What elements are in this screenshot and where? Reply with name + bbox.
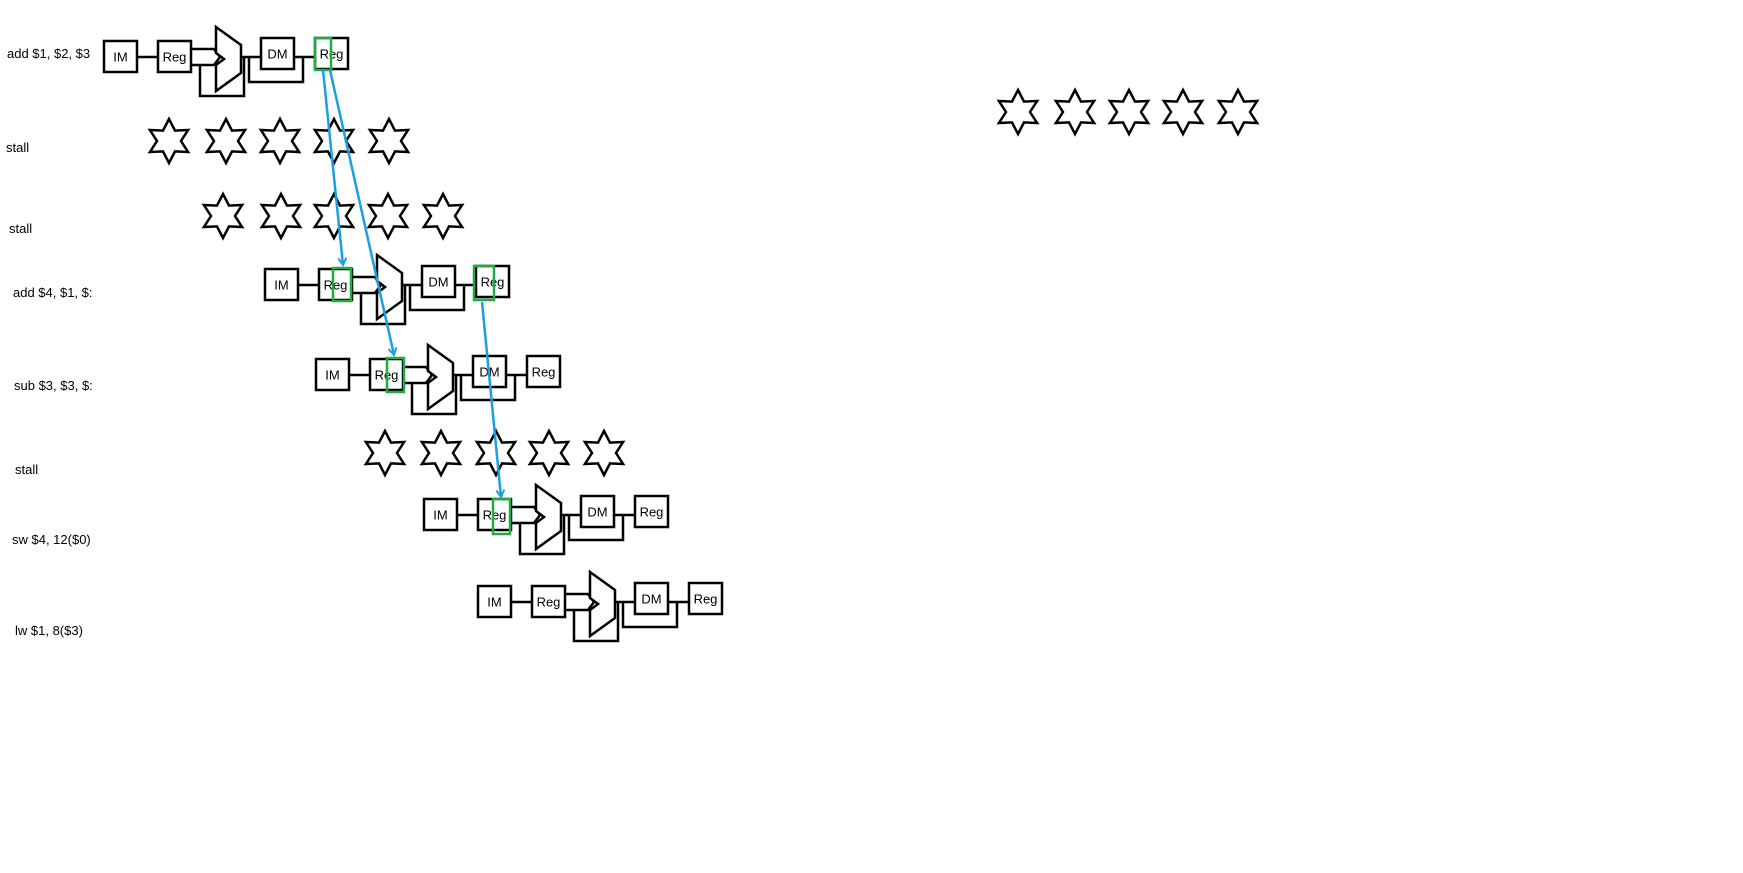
dm-stage-label: DM (267, 47, 287, 62)
six-point-star-icon (996, 87, 1040, 137)
six-point-star-icon (419, 428, 463, 478)
alu-icon (588, 569, 617, 639)
register-highlight-1 (331, 266, 353, 303)
reg-stage-label: Reg (483, 508, 507, 523)
im-stage-box (263, 267, 300, 302)
dm-stage-box (259, 36, 296, 71)
im-stage-label: IM (325, 368, 339, 383)
forwarding-arrow-2 (480, 301, 501, 497)
register-highlight-3 (385, 356, 406, 394)
six-point-star-icon (1053, 87, 1097, 137)
alu-icon (426, 342, 455, 412)
six-point-star-icon (363, 428, 407, 478)
im-stage-box (102, 39, 139, 74)
reg-stage-label: Reg (537, 595, 561, 610)
reg-stage-label: Reg (324, 278, 348, 293)
six-point-star-icon (258, 116, 302, 166)
register-highlight-2 (472, 264, 496, 302)
im-stage-label: IM (433, 508, 447, 523)
writeback-reg-stage-label: Reg (640, 505, 664, 520)
dm-stage-box (633, 581, 670, 616)
six-point-star-icon (201, 191, 245, 241)
stall-row-1 (147, 116, 411, 166)
extra-stall-stars (996, 87, 1260, 137)
six-point-star-icon (147, 116, 191, 166)
pipeline-row-6: IM Reg DM Reg (422, 482, 670, 556)
alu-icon (214, 24, 243, 94)
writeback-reg-stage-label: Reg (694, 592, 718, 607)
writeback-reg-stage-label: Reg (532, 365, 556, 380)
instruction-label-3: add $4, $1, $: (13, 285, 93, 300)
reg-stage-box (156, 39, 193, 74)
writeback-reg-stage-label: Reg (481, 275, 505, 290)
six-point-star-icon (527, 428, 571, 478)
instruction-label-6: sw $4, 12($0) (12, 532, 91, 547)
writeback-reg-stage-box (687, 581, 724, 616)
dm-stage-label: DM (428, 275, 448, 290)
dm-stage-label: DM (641, 592, 661, 607)
writeback-reg-stage-box (633, 494, 670, 529)
six-point-star-icon (312, 191, 356, 241)
instruction-label-0: add $1, $2, $3 (7, 46, 90, 61)
six-point-star-icon (1107, 87, 1151, 137)
six-point-star-icon (259, 191, 303, 241)
dm-stage-label: DM (587, 505, 607, 520)
six-point-star-icon (312, 116, 356, 166)
alu-icon (534, 482, 563, 552)
im-stage-label: IM (274, 278, 288, 293)
reg-stage-label: Reg (163, 50, 187, 65)
im-stage-box (422, 497, 459, 532)
instruction-label-5: stall (15, 462, 38, 477)
forwarding-arrow-0 (321, 69, 343, 265)
writeback-reg-stage-box (474, 264, 511, 299)
instruction-label-2: stall (9, 221, 32, 236)
six-point-star-icon (582, 428, 626, 478)
six-point-star-icon (421, 191, 465, 241)
reg-stage-box (530, 584, 567, 619)
pipeline-row-3: IM Reg DM Reg (263, 252, 511, 326)
im-stage-label: IM (487, 595, 501, 610)
im-stage-label: IM (113, 50, 127, 65)
instruction-label-7: lw $1, 8($3) (15, 623, 83, 638)
six-point-star-icon (367, 116, 411, 166)
six-point-star-icon (366, 191, 410, 241)
forwarding-arrow-1 (328, 69, 394, 355)
instruction-label-1: stall (6, 140, 29, 155)
dm-stage-box (420, 264, 457, 299)
writeback-reg-stage-box (525, 354, 562, 389)
dm-stage-box (579, 494, 616, 529)
six-point-star-icon (204, 116, 248, 166)
stall-row-2 (201, 191, 465, 241)
six-point-star-icon (1161, 87, 1205, 137)
instruction-label-4: sub $3, $3, $: (14, 378, 93, 393)
pipeline-row-7: IM Reg DM Reg (476, 569, 724, 643)
six-point-star-icon (1216, 87, 1260, 137)
